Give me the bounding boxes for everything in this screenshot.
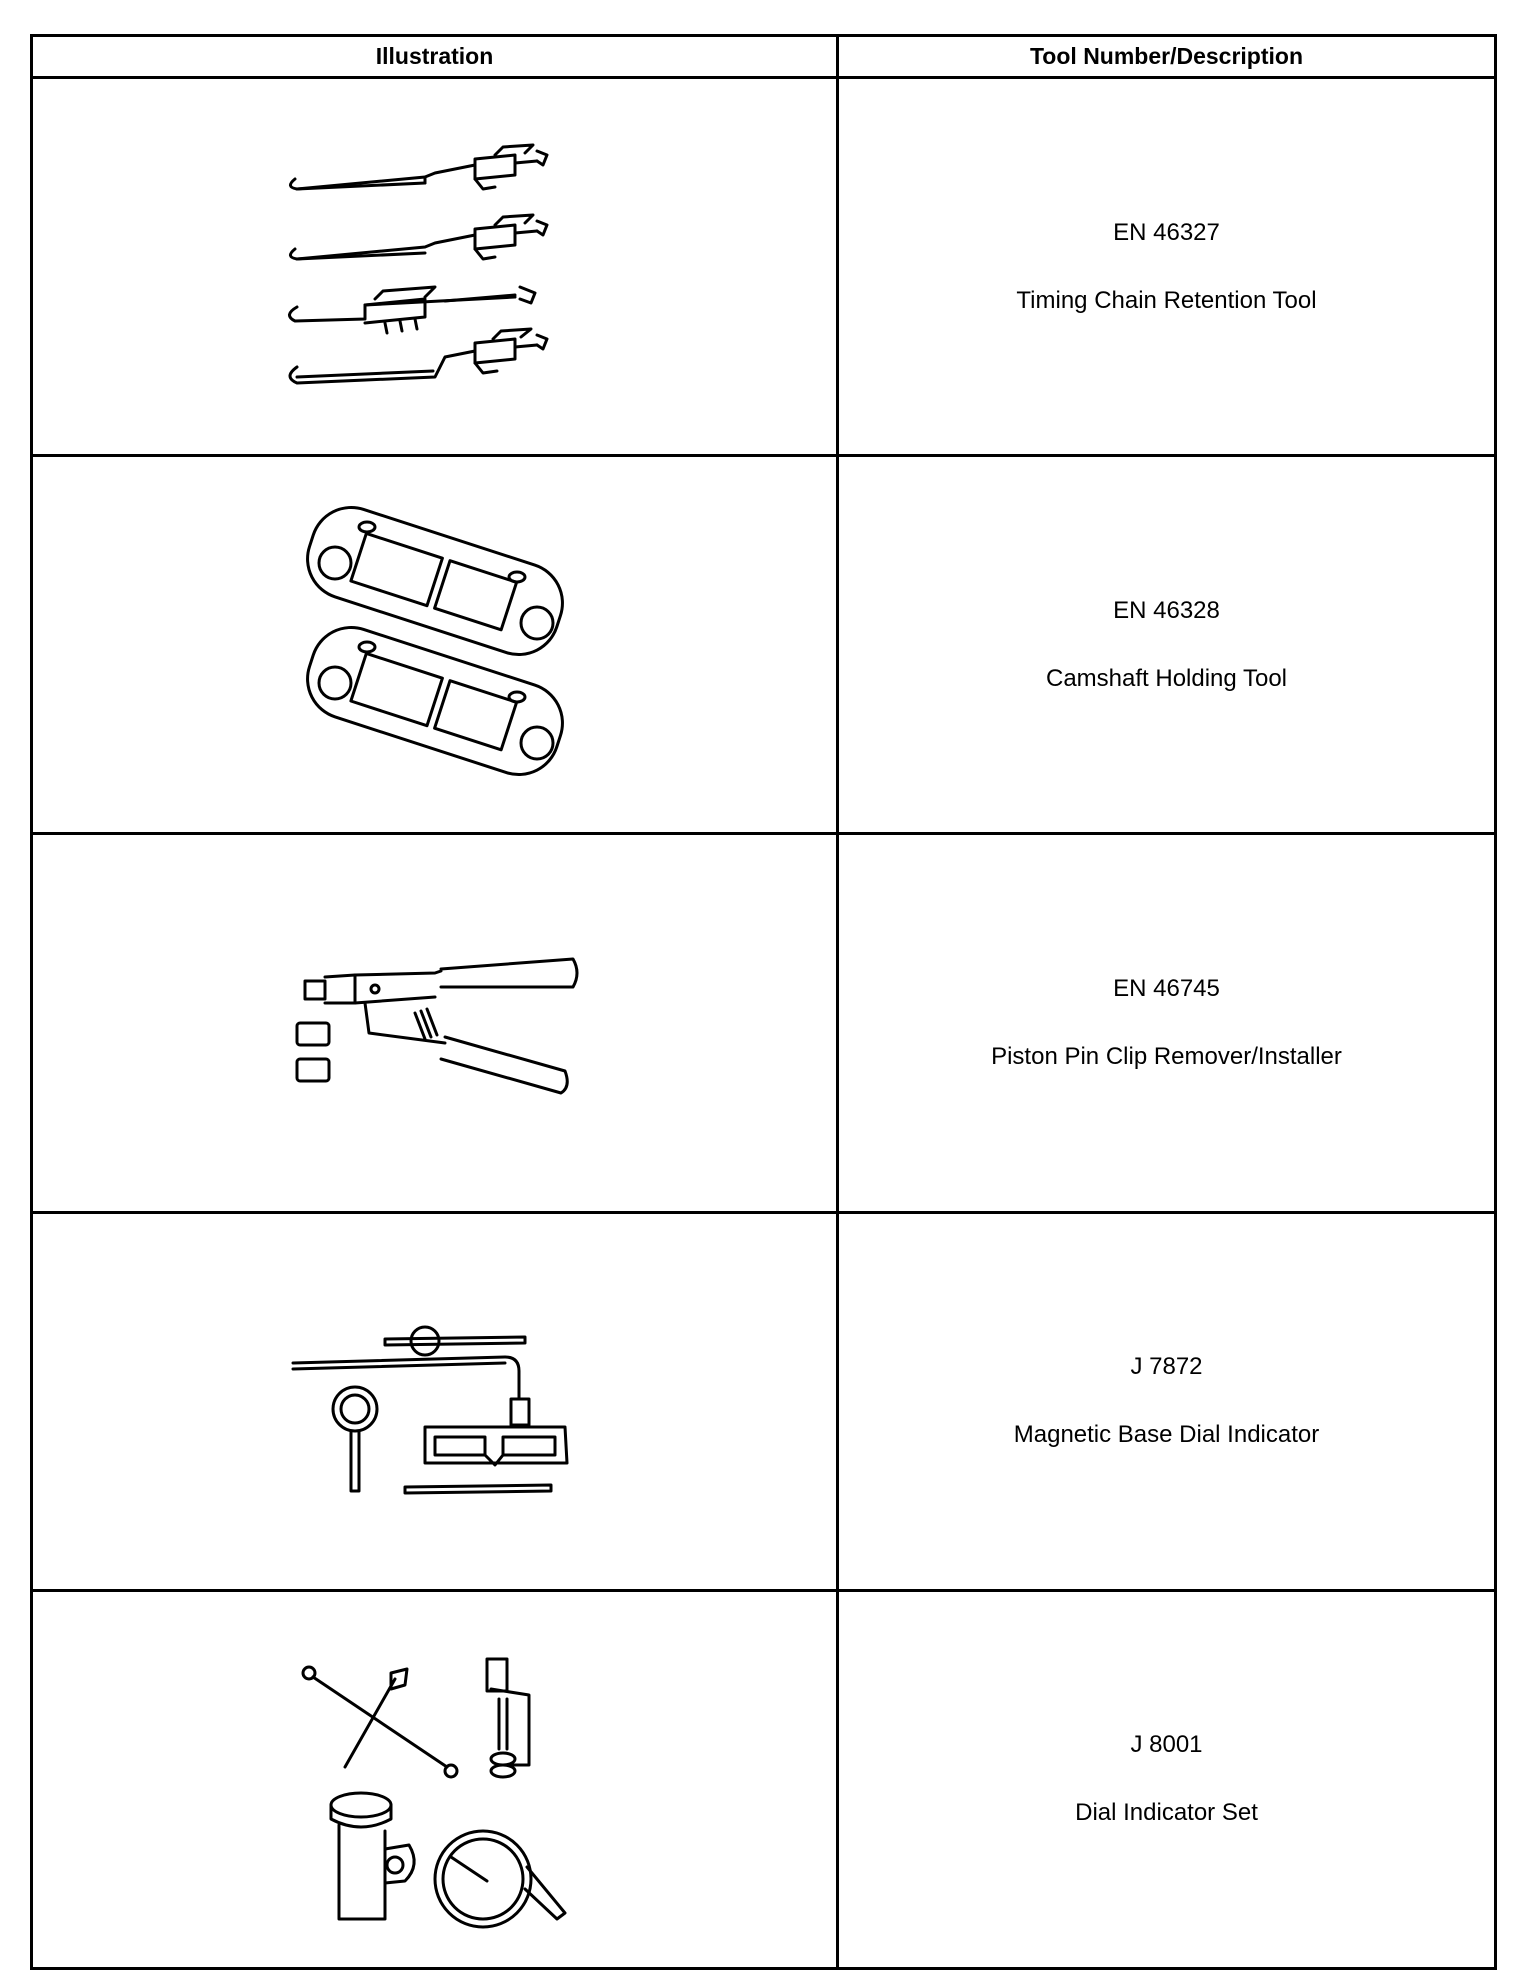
illustration-cell <box>30 75 839 458</box>
header-tool-number-description: Tool Number/Description <box>836 34 1497 79</box>
table-row: EN 46745 Piston Pin Clip Remover/Install… <box>30 832 1497 1214</box>
piston-pin-clip-remover-illustration <box>275 863 595 1183</box>
tool-description: Camshaft Holding Tool <box>1045 664 1288 692</box>
tool-number: J 7872 <box>1130 1353 1203 1381</box>
camshaft-holding-tool-illustration <box>275 485 595 805</box>
tool-info-cell: EN 46745 Piston Pin Clip Remover/Install… <box>836 832 1497 1214</box>
table-row: J 8001 Dial Indicator Set <box>30 1588 1497 1971</box>
illustration-cell <box>30 454 839 836</box>
header-illustration: Illustration <box>30 34 839 79</box>
tool-info-cell: J 8001 Dial Indicator Set <box>836 1588 1497 1971</box>
dial-indicator-set-illustration <box>275 1619 595 1939</box>
illustration-cell <box>30 1210 839 1592</box>
table-row: J 7872 Magnetic Base Dial Indicator <box>30 1210 1497 1592</box>
timing-chain-retention-tool-illustration <box>275 107 595 427</box>
magnetic-base-dial-indicator-illustration <box>275 1241 595 1561</box>
tool-description: Timing Chain Retention Tool <box>1016 286 1317 314</box>
table-row: EN 46328 Camshaft Holding Tool <box>30 454 1497 836</box>
tool-info-cell: J 7872 Magnetic Base Dial Indicator <box>836 1210 1497 1592</box>
illustration-cell <box>30 832 839 1214</box>
tool-number: EN 46328 <box>1113 596 1220 624</box>
tool-info-cell: EN 46328 Camshaft Holding Tool <box>836 454 1497 836</box>
tool-description: Piston Pin Clip Remover/Installer <box>991 1042 1342 1070</box>
tool-table: Illustration Tool Number/Description <box>30 34 1497 1971</box>
tool-number: J 8001 <box>1130 1731 1203 1759</box>
illustration-cell <box>30 1588 839 1971</box>
tool-number: EN 46327 <box>1113 218 1220 246</box>
tool-description: Dial Indicator Set <box>1075 1799 1258 1827</box>
tool-number: EN 46745 <box>1113 974 1220 1002</box>
table-row: EN 46327 Timing Chain Retention Tool <box>30 75 1497 458</box>
tool-info-cell: EN 46327 Timing Chain Retention Tool <box>836 75 1497 458</box>
tool-description: Magnetic Base Dial Indicator <box>1013 1421 1320 1449</box>
table-header-row: Illustration Tool Number/Description <box>30 34 1497 79</box>
